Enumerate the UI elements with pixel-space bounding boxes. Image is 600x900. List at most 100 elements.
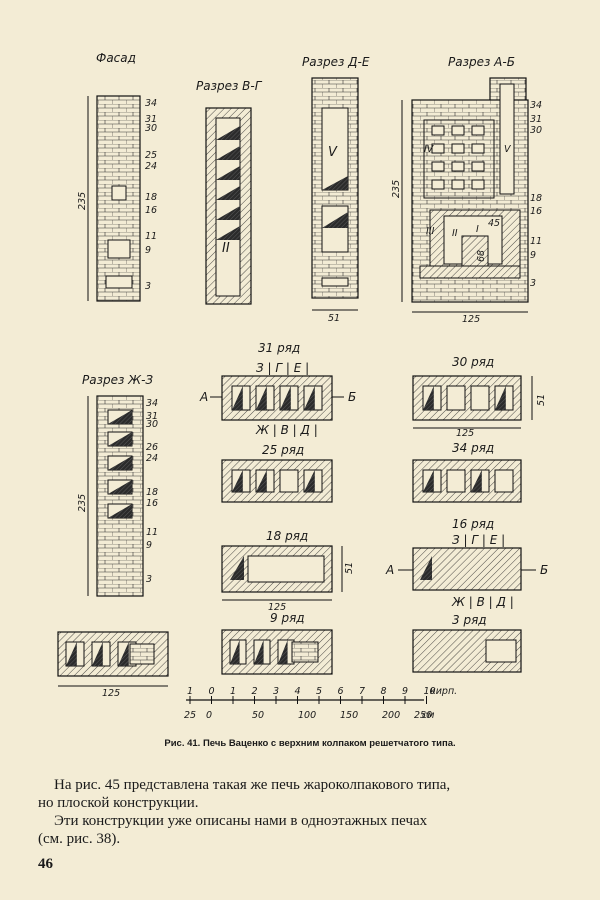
grid-cell [451,161,465,172]
level-mark: 34 [530,100,542,111]
scale-cm-unit: см [422,710,434,721]
level-mark: 18 [530,193,542,204]
figure-caption: Рис. 41. Печь Ваценко с верхним колпаком… [164,738,456,749]
level-mark: 34 [145,98,157,109]
baffle [256,386,267,410]
level-mark: 31 [530,114,542,125]
facade-door-upper [111,185,127,201]
section-ab-label-iv: IV [424,144,435,155]
baffle [304,386,315,410]
plan-row-34: 34 ряд [412,441,522,503]
plan-row-30: 30 ряд 125 51 [412,355,547,439]
baffle [230,640,240,664]
baffle [423,470,434,492]
scale-brick-label: 2 [252,686,258,697]
section-zhz-wall [96,395,144,597]
section-ab-height: 235 [391,180,402,198]
plan-16-mark-a: А [385,563,394,577]
level-mark: 3 [530,278,536,289]
baffle [256,470,267,492]
level-mark: 31 [145,114,157,125]
level-mark: 30 [530,125,542,136]
level-mark: 31 [146,411,158,422]
scale-cm-label: 50 [252,710,264,721]
grid-cell [471,161,485,172]
grid-cell [471,143,485,154]
section-de-baffle [322,212,348,228]
page-number: 46 [38,856,53,872]
section-zhz-title: Разрез Ж-З [82,373,153,387]
section-vg-chamber: II [222,241,230,256]
plan-row-18: 18 ряд 51 125 [221,529,355,613]
baffle [216,226,240,240]
baffle [232,386,243,410]
cell [446,469,466,493]
baffle [108,480,132,494]
grid-cell [451,125,465,136]
plan-row-9-left: 125 [57,631,169,699]
baffle [108,432,132,446]
section-ab-label-i: I [476,224,479,235]
baffle [108,410,132,424]
plan-row-31: 31 ряд З | Г | Е | А Б Ж | В | Д | [199,341,356,437]
baffle [232,470,243,492]
baffle [216,146,240,160]
level-mark: 9 [145,245,151,256]
grate [291,641,319,663]
baffle [216,206,240,220]
scale-brick-label: 9 [402,686,408,697]
scale-brick-label: 1 [187,686,193,697]
baffle [216,186,240,200]
facade-height: 235 [77,192,88,210]
level-mark: 11 [146,527,158,538]
section-ab-dim-45: 45 [488,218,500,229]
paragraph-2: Эти конструкции уже описаны нами в одноэ… [38,812,558,848]
scale-brick-label: 6 [338,686,344,697]
baffle [66,642,77,666]
plan-31-mark-b: Б [348,390,356,404]
baffle [304,470,315,492]
plan-row-16: 16 ряд З | Г | Е | А Б Ж | В | Д | [385,517,548,609]
level-mark: 25 [145,150,157,161]
scale-cm-label: 200 [382,710,400,721]
section-ab-width: 125 [462,314,480,325]
section-ab-view: Разрез А-Б III II I IV V 45 68 235 125 3… [391,55,542,325]
plan-18-baffle [230,556,244,580]
grid-cell [431,143,445,154]
grid-cell [431,179,445,190]
plan-16-top-marks: З | Г | Е | [452,533,505,547]
level-mark: 18 [146,487,158,498]
plan-18-chamber [247,555,325,583]
baffle [278,640,288,664]
cell [470,385,490,411]
plan-31-title: 31 ряд [258,341,300,355]
cell [494,469,514,493]
scale-brick-label: 8 [381,686,387,697]
baffle [423,386,434,410]
level-mark: 16 [530,206,542,217]
plan-9-left-width: 125 [102,688,120,699]
paragraph-2-line-1: Эти конструкции уже описаны нами в одноэ… [54,813,428,829]
plan-30-width: 125 [456,428,474,439]
grid-cell [471,125,485,136]
section-ab-label-ii: II [452,228,458,239]
level-mark: 3 [146,574,152,585]
scale-cm-label: 250 [414,710,432,721]
plan-16-title: 16 ряд [452,517,494,531]
plan-30-depth: 51 [536,394,547,406]
scale-brick-label: 3 [273,686,279,697]
baffle [108,456,132,470]
grid-cell [431,161,445,172]
level-mark: 9 [530,250,536,261]
section-de-width: 51 [328,313,340,324]
section-vg-title: Разрез В-Г [196,79,263,93]
section-de-ash-pit [321,277,349,287]
paragraph-1: На рис. 45 представлена такая же печь жа… [38,776,558,812]
scale-cm-label: 150 [340,710,358,721]
grid-cell [451,143,465,154]
plan-16-bottom-marks: Ж | В | Д | [451,595,514,609]
scale-brick-label: 7 [359,686,365,697]
